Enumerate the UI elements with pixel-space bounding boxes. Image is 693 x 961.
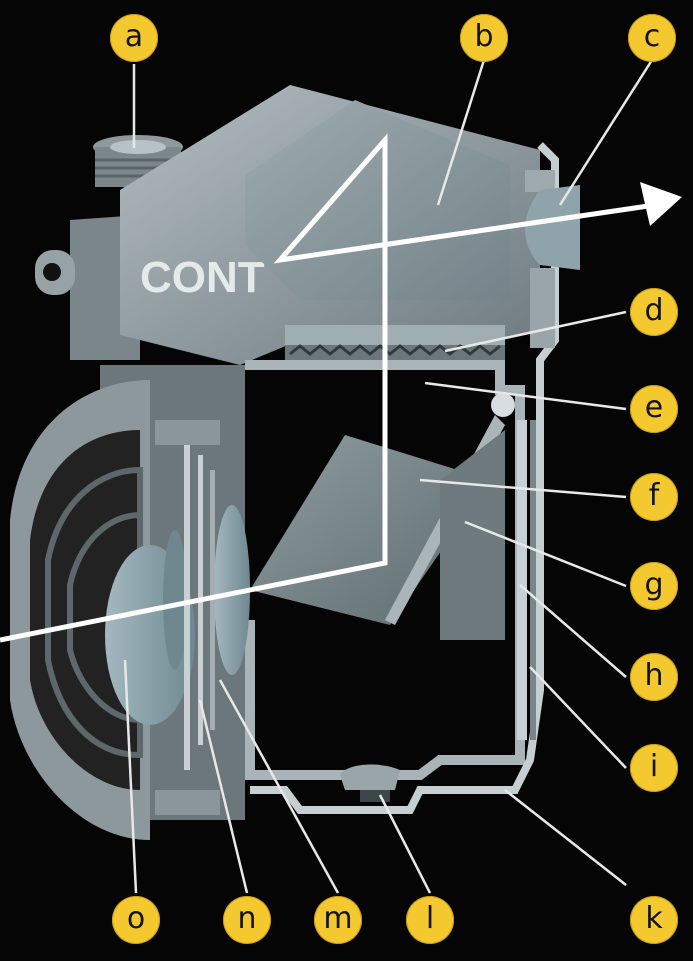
label-badge-c: c (628, 14, 676, 62)
light-path (0, 133, 656, 643)
brand-engraving: CONT (140, 253, 265, 302)
label-badge-i: i (630, 744, 678, 792)
label-badge-l: l (406, 896, 454, 944)
label-badge-b: b (460, 14, 508, 62)
mirror-pivot (491, 393, 515, 417)
lens-elements (105, 505, 250, 725)
leader-lines (123, 59, 654, 894)
shutter-housing-top (155, 420, 220, 445)
eyepiece (525, 170, 580, 348)
light-path-arrowhead (640, 182, 682, 226)
label-badge-n: n (223, 896, 271, 944)
inner-chamber-wall (245, 360, 525, 780)
label-badge-h: h (630, 653, 678, 701)
label-badge-m: m (314, 896, 362, 944)
focusing-screen (285, 325, 505, 363)
label-badge-d: d (630, 288, 678, 336)
label-badge-g: g (630, 562, 678, 610)
label-badge-e: e (630, 385, 678, 433)
shutter-housing-bottom (155, 790, 220, 815)
shutter-blades (184, 440, 215, 770)
label-badge-f: f (630, 473, 678, 521)
label-badge-k: k (630, 896, 678, 944)
film-guide (530, 420, 536, 740)
pressure-plate (517, 420, 527, 740)
tripod-socket (340, 764, 400, 802)
strap-lug (35, 250, 75, 295)
label-badge-a: a (110, 14, 158, 62)
label-badge-o: o (112, 896, 160, 944)
pentaprism (245, 100, 510, 300)
